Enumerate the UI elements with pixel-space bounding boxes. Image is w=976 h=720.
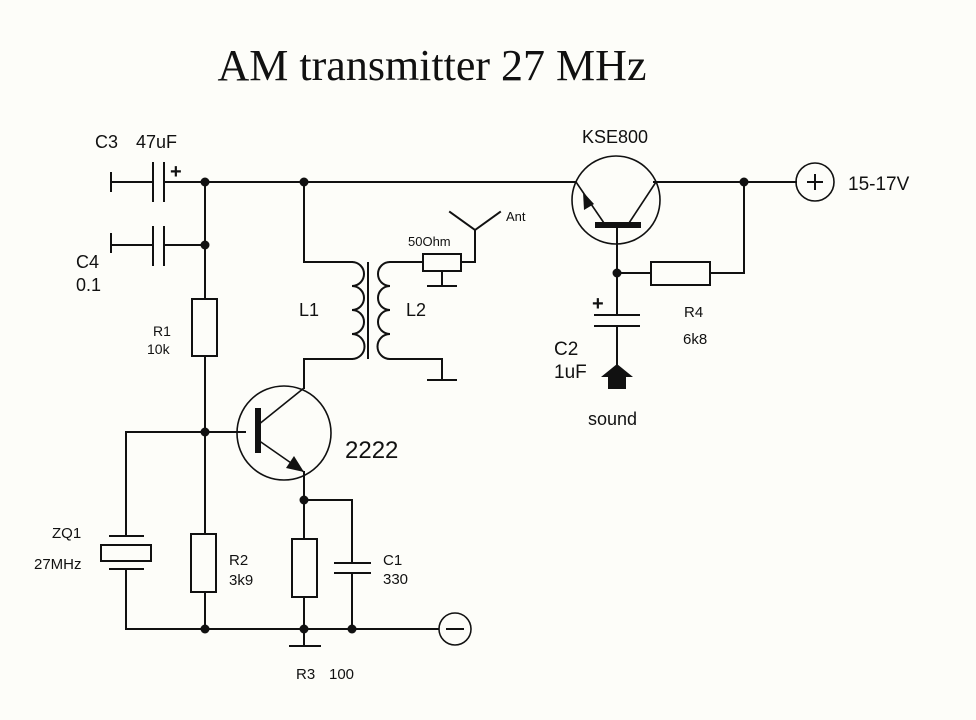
junction-dot	[200, 624, 210, 634]
capacitor-c4	[110, 226, 206, 266]
load-value: 50Ohm	[408, 234, 451, 249]
inductor-l2	[376, 260, 392, 361]
r2-ref: R2	[229, 552, 248, 569]
c4-value: 0.1	[76, 275, 101, 295]
supply-voltage-label: 15-17V	[848, 174, 910, 195]
r4-ref: R4	[684, 304, 703, 321]
junction-dot	[347, 624, 357, 634]
r3-ref: R3	[296, 666, 315, 683]
zq1-ref: ZQ1	[52, 525, 81, 542]
junction-dot	[200, 427, 210, 437]
r1-ref: R1	[153, 323, 171, 339]
c4-ref: C4	[76, 252, 99, 272]
q2-value: KSE800	[582, 127, 648, 147]
c1-ref: C1	[383, 552, 402, 569]
c3-value: 47uF	[136, 132, 177, 152]
l1-ref: L1	[299, 300, 319, 320]
junction-dot	[299, 177, 309, 187]
l2-ref: L2	[406, 300, 426, 320]
resistor-r4	[650, 261, 711, 286]
c1-value: 330	[383, 571, 408, 588]
junction-dot	[200, 240, 210, 250]
c2-value: 1uF	[554, 362, 587, 383]
crystal-zq1	[100, 535, 152, 570]
r4-value: 6k8	[683, 331, 707, 348]
r3-value: 100	[329, 666, 354, 683]
junction-dot	[299, 624, 309, 634]
c2-polarity: +	[592, 293, 604, 315]
capacitor-c3	[110, 162, 206, 202]
antenna-label: Ant	[506, 209, 526, 224]
junction-dot	[612, 268, 622, 278]
junction-dot	[299, 495, 309, 505]
positive-terminal-icon	[795, 162, 835, 202]
junction-dots	[200, 177, 749, 634]
r1-value: 10k	[147, 341, 171, 357]
c2-ref: C2	[554, 339, 578, 360]
c3-polarity: +	[170, 161, 182, 183]
input-arrow-icon	[601, 364, 633, 389]
junction-dot	[739, 177, 749, 187]
transistor-2222	[236, 385, 332, 481]
inductor-l1	[350, 260, 366, 361]
resistor-r1	[191, 298, 218, 357]
junction-dot	[200, 177, 210, 187]
resistor-r2	[190, 533, 217, 593]
load-resistor-50ohm	[422, 253, 462, 272]
c3-ref: C3	[95, 132, 118, 152]
negative-terminal-icon	[438, 612, 472, 646]
q1-value: 2222	[345, 437, 398, 464]
input-label: sound	[588, 409, 637, 429]
diagram-title: AM transmitter 27 MHz	[218, 41, 647, 90]
r2-value: 3k9	[229, 572, 253, 589]
resistor-r3	[291, 538, 318, 598]
antenna-icon	[448, 210, 502, 263]
zq1-value: 27MHz	[34, 556, 82, 573]
